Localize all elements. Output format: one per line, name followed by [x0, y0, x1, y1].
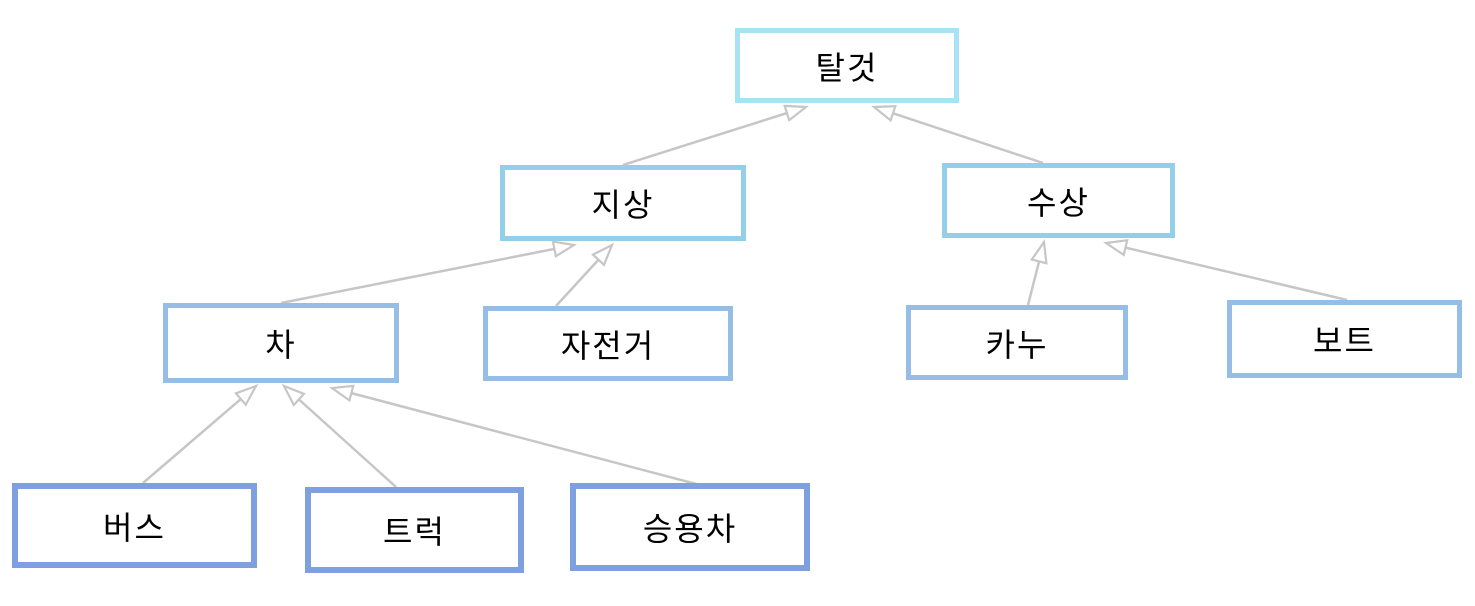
edge-ground-to-vehicle [622, 104, 809, 167]
node-vehicle: 탈것 [735, 28, 959, 103]
node-bicycle-label: 자전거 [560, 327, 656, 364]
node-vehicle-label: 탈것 [815, 49, 879, 86]
edge-boat-to-water [1102, 239, 1348, 302]
edge-water-to-vehicle [871, 105, 1044, 165]
node-car-label: 차 [265, 327, 297, 363]
node-sedan: 승용차 [570, 483, 810, 571]
node-ground-label: 지상 [591, 187, 655, 223]
node-car: 차 [163, 303, 399, 383]
node-bus: 버스 [12, 483, 257, 568]
node-boat-label: 보트 [1313, 323, 1376, 359]
edge-bus-to-car [142, 383, 259, 484]
node-truck: 트럭 [305, 487, 524, 573]
node-ground: 지상 [500, 165, 746, 241]
node-water-label: 수상 [1027, 184, 1090, 221]
edge-sedan-to-car [328, 384, 701, 487]
edge-canoe-to-water [1026, 238, 1048, 306]
edge-car-to-ground [280, 240, 578, 305]
node-boat: 보트 [1227, 300, 1462, 378]
node-water: 수상 [942, 163, 1175, 238]
edge-truck-to-car [281, 383, 397, 488]
node-bus-label: 버스 [103, 509, 166, 546]
node-sedan-label: 승용차 [642, 511, 738, 547]
node-truck-label: 트럭 [383, 514, 446, 550]
edge-bicycle-to-ground [555, 242, 615, 307]
node-canoe: 카누 [906, 305, 1128, 380]
node-bicycle: 자전거 [483, 306, 733, 381]
node-canoe-label: 카누 [985, 326, 1049, 363]
